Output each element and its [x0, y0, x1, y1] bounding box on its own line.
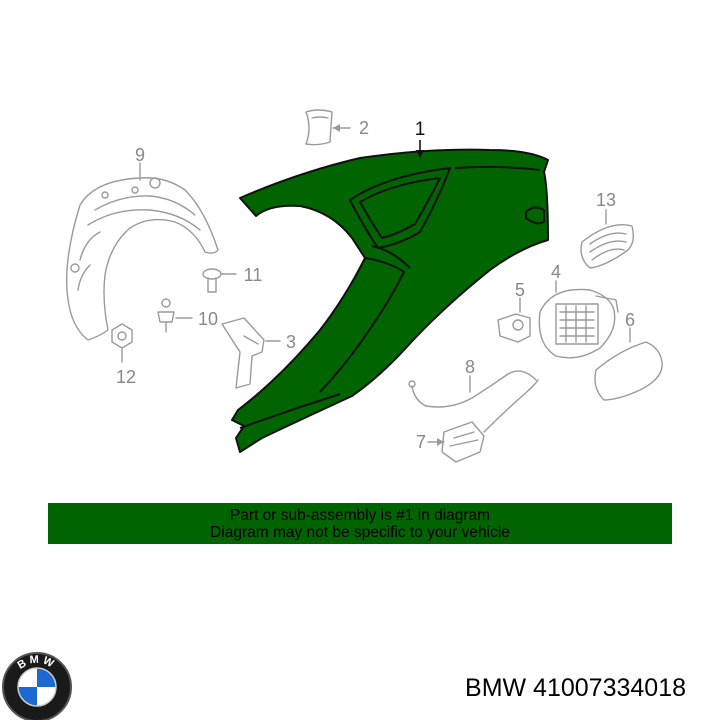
fuel-filler-housing-part	[538, 288, 619, 359]
callout-1: 1	[415, 119, 426, 140]
callout-9: 9	[135, 145, 145, 165]
callout-3: 3	[286, 332, 296, 352]
cable-actuator-part	[441, 379, 539, 463]
callout-7: 7	[416, 432, 426, 452]
banner-line-2: Diagram may not be specific to your vehi…	[210, 524, 510, 541]
clip-part	[157, 298, 175, 333]
trim-grille-part	[580, 224, 635, 269]
quarter-panel-part	[231, 148, 549, 453]
callout-10: 10	[198, 309, 218, 329]
callout-12: 12	[116, 367, 136, 387]
bmw-logo-icon: BMW	[2, 652, 72, 720]
actuator-part	[497, 313, 531, 343]
callout-8: 8	[465, 357, 475, 377]
cable-part	[408, 370, 537, 408]
callout-4: 4	[551, 262, 561, 282]
disclaimer-banner: Part or sub-assembly is #1 in diagram Di…	[48, 503, 672, 544]
svg-text:BMW: BMW	[15, 654, 58, 672]
fuel-door-part	[594, 341, 663, 401]
bolt-part	[202, 268, 222, 293]
logo-lettering: BMW	[15, 654, 55, 672]
bracket-part	[221, 317, 265, 389]
part-number-label: BMW 41007334018	[465, 674, 686, 702]
callout-13: 13	[596, 190, 616, 210]
callout-6: 6	[625, 310, 635, 330]
banner-line-1: Part or sub-assembly is #1 in diagram	[229, 507, 491, 524]
callout-11: 11	[244, 265, 263, 285]
wheel-arch-liner-part	[65, 177, 219, 341]
nut-part	[111, 323, 133, 349]
patch-part	[305, 109, 333, 146]
callout-5: 5	[515, 280, 525, 300]
callout-2: 2	[359, 118, 369, 138]
